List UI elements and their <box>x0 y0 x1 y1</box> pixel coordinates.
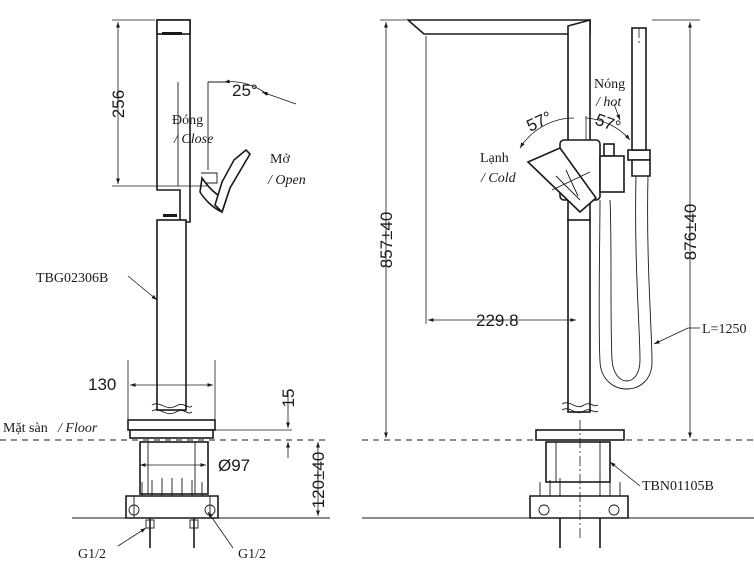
pipe-left-label: G1/2 <box>78 547 106 562</box>
dim-229-label: 229.8 <box>476 311 519 330</box>
dim-876-label: 876±40 <box>681 204 700 261</box>
dim-130-label: 130 <box>88 375 116 394</box>
dim-97-label: Ø97 <box>218 456 250 475</box>
right-faucet <box>405 18 653 548</box>
hose-length-label: L=1250 <box>702 322 746 337</box>
right-dimensions <box>380 19 700 487</box>
cold-label-vi: Lạnh <box>480 151 509 166</box>
open-label-vi: Mở <box>270 152 290 167</box>
close-label-en: / Close <box>173 132 213 147</box>
floor-label-vi: Mặt sàn <box>3 421 48 436</box>
angle-57-left-label: 57° <box>524 108 555 136</box>
cold-label-en: / Cold <box>480 171 517 186</box>
pipe-right-label: G1/2 <box>238 547 266 562</box>
hot-label-en: / hot <box>595 95 622 110</box>
dim-120-label: 120±40 <box>309 452 328 509</box>
left-dimensions <box>112 19 322 549</box>
spout-model-label: TBG02306B <box>36 271 108 286</box>
base-model-label: TBN01105B <box>642 479 714 494</box>
floor-label-en: / Floor <box>57 421 98 436</box>
close-label-vi: Đóng <box>172 113 203 128</box>
dim-256-label: 256 <box>109 90 128 118</box>
open-label-en: / Open <box>267 173 306 188</box>
left-faucet <box>125 19 252 548</box>
dim-15-label: 15 <box>279 389 298 408</box>
dim-857-label: 857±40 <box>377 212 396 269</box>
angle-57-right-label: 57° <box>593 110 624 137</box>
angle-25-label: 25° <box>232 81 258 100</box>
hot-label-vi: Nóng <box>594 77 625 92</box>
